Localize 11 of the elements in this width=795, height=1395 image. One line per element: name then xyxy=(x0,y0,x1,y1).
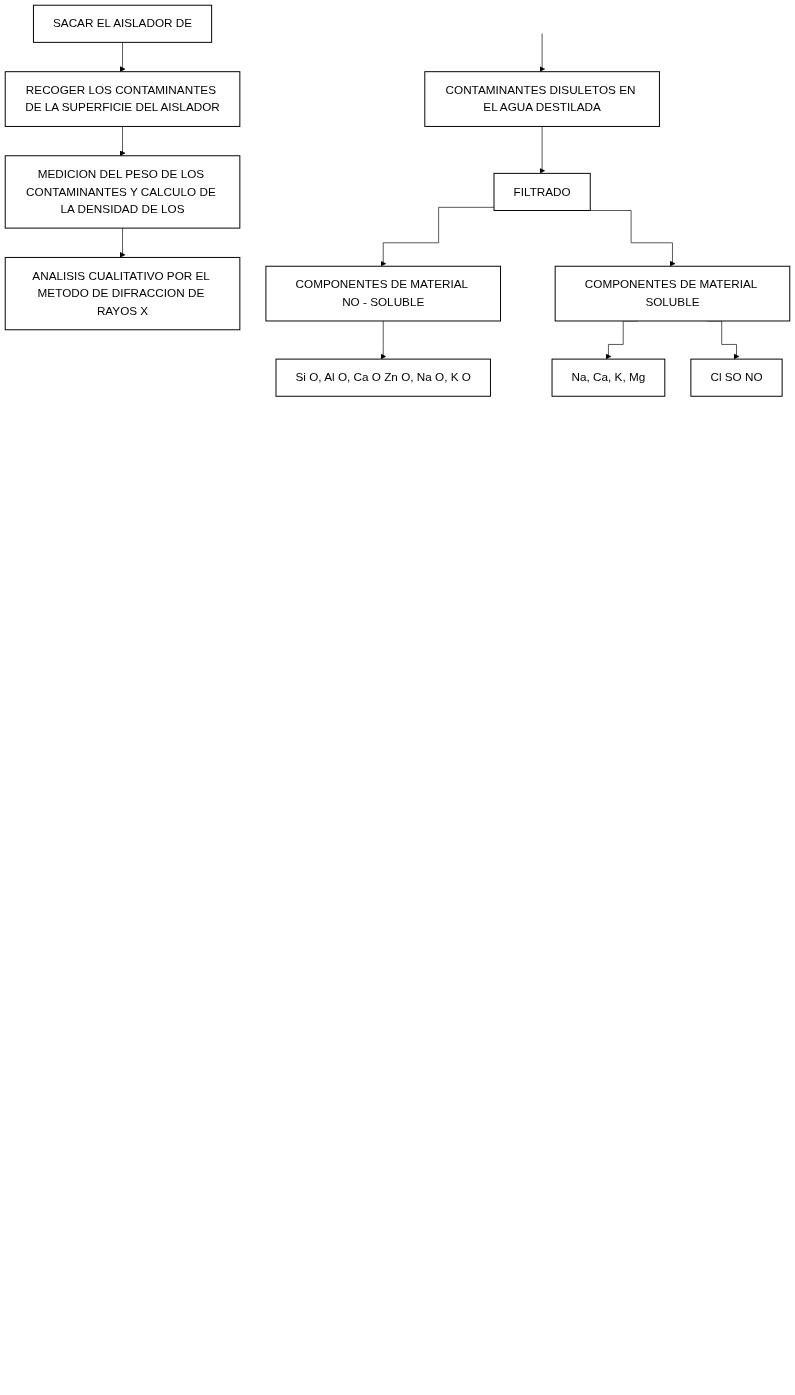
node-box: Na, Ca, K, Mg xyxy=(551,358,666,397)
node-box: RECOGER LOS CONTAMINANTES DE LA SUPERFICIE DEL AISLADOR xyxy=(4,71,241,127)
node-box: CONTAMINANTES DISULETOS EN EL AGUA DESTILADA xyxy=(424,71,660,127)
node-box: SACAR EL AISLADOR DE xyxy=(32,4,213,43)
node-box: Si O, Al O, Ca O Zn O, Na O, K O xyxy=(275,358,491,397)
node-box: FILTRADO xyxy=(493,172,591,211)
node-box: COMPONENTES DE MATERIAL SOLUBLE xyxy=(554,265,791,322)
node-box: Cl SO NO xyxy=(690,358,783,397)
node-box: MEDICION DEL PESO DE LOS CONTAMINANTES Y CALCULO DE LA DENSIDAD DE LOS xyxy=(4,155,241,229)
node-box: COMPONENTES DE MATERIAL NO - SOLUBLE xyxy=(265,265,502,322)
node-box: ANALISIS CUALITATIVO POR EL METODO DE DIFRACCION DE RAYOS X xyxy=(4,256,241,331)
